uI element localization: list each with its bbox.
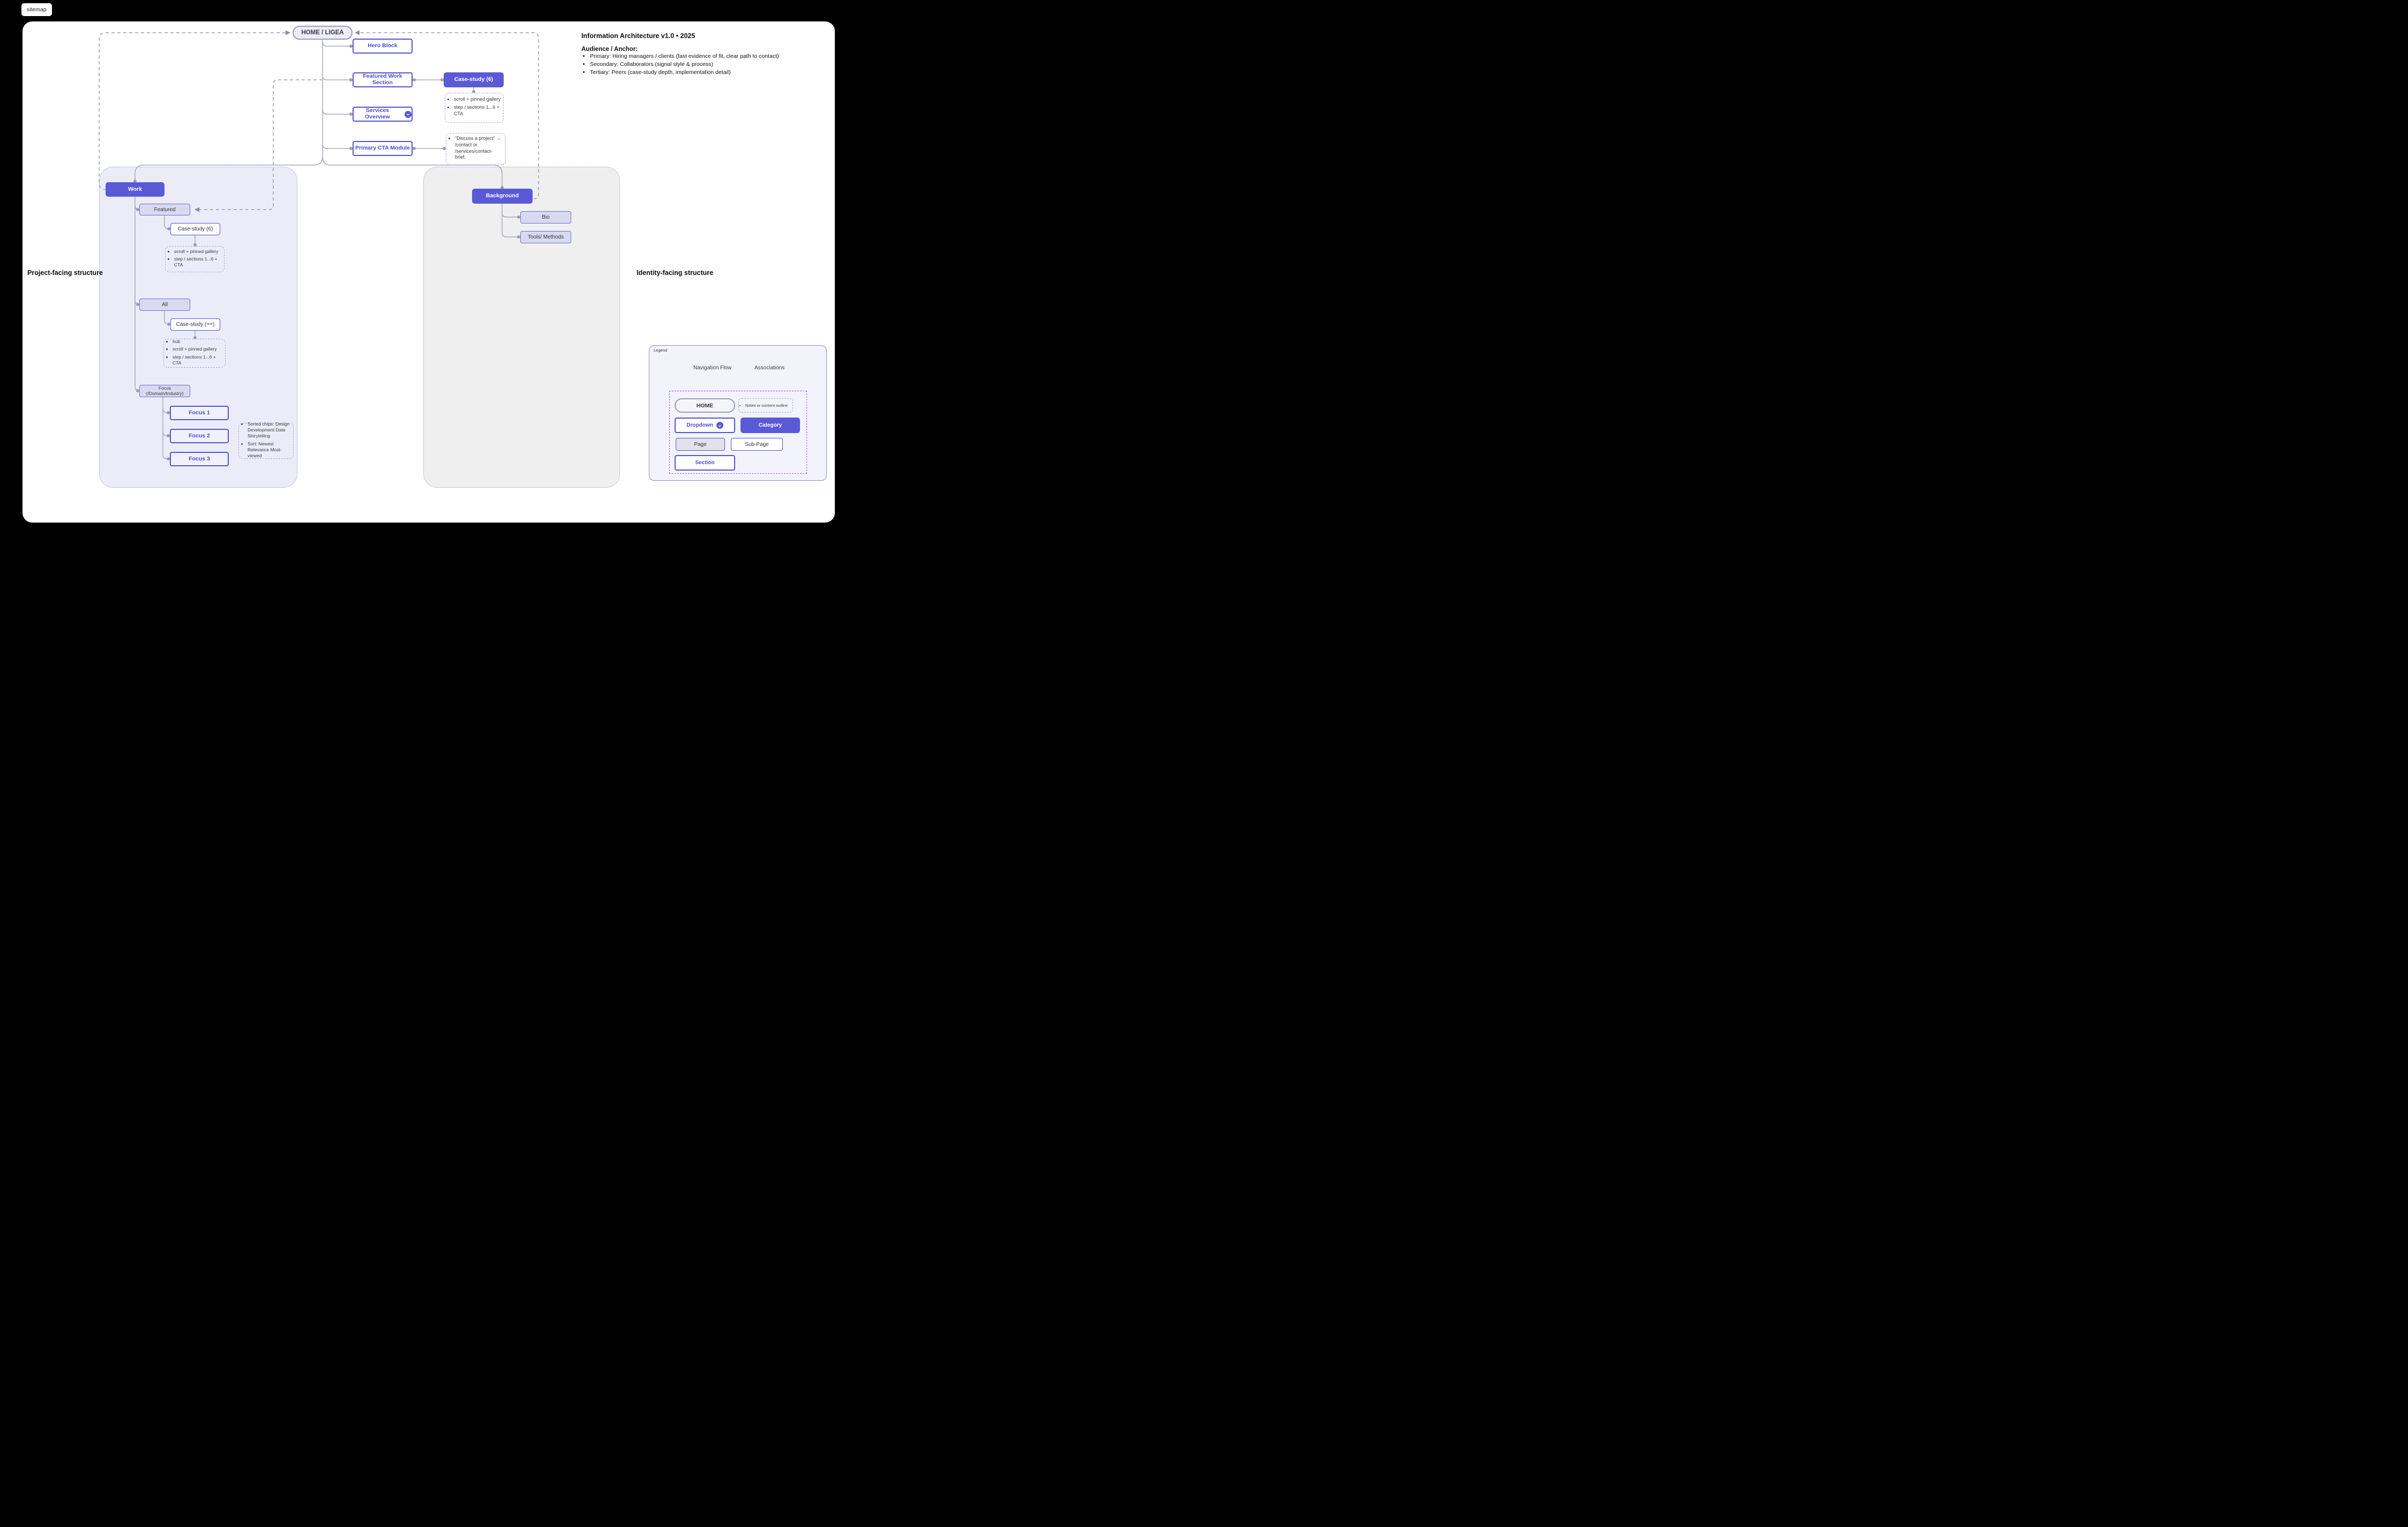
audience-heading: Audience / Anchor: (581, 46, 638, 53)
note-item: Sorted chips: Design Development Data St… (248, 421, 291, 439)
services-overview-label: Services Overview (365, 107, 390, 120)
note-item: step / sections 1...6 + CTA (174, 256, 222, 268)
audience-item: Secondary: Collaborators (signal style &… (590, 61, 812, 68)
node-case-study-6[interactable]: Case-study (6) (444, 72, 504, 87)
node-services-overview[interactable]: Services Overview ⌄ (353, 107, 413, 122)
audience-item: Primary: Hiring managers / clients (fast… (590, 53, 812, 59)
node-home[interactable]: HOME / LIGEA (293, 26, 353, 40)
legend-title: Legend (654, 348, 668, 353)
legend-associations-label: Associations (754, 365, 785, 371)
note-work-all-cs[interactable]: hub scroll + pinned gallery step / secti… (163, 339, 226, 368)
diagram-canvas: HOME / LIGEA Hero Block Featured Work Se… (23, 21, 835, 523)
note-item: scroll + pinned gallery (454, 96, 501, 103)
node-work[interactable]: Work (106, 182, 164, 197)
audience-list: Primary: Hiring managers / clients (fast… (581, 53, 812, 77)
doc-title: Information Architecture v1.0 • 2025 (581, 32, 696, 40)
note-item: scroll + pinned gallery (174, 249, 222, 255)
right-structure-label: Identity-facing structure (637, 269, 714, 277)
note-item: step / sections 1...6 + CTA (454, 105, 501, 117)
chevron-down-icon: ⌄ (716, 422, 723, 429)
note-focus[interactable]: Sorted chips: Design Development Data St… (238, 421, 294, 459)
legend-notes-box[interactable]: Notes or content outline (738, 398, 793, 413)
note-work-featured-cs[interactable]: scroll + pinned gallery step / sections … (165, 246, 225, 272)
node-work-featured-case-study[interactable]: Case-study (6) (170, 223, 220, 235)
node-focus-3[interactable]: Focus 3 (170, 452, 229, 466)
sitemap-canvas-page: sitemap (0, 0, 840, 533)
left-structure-label: Project-facing structure (27, 269, 103, 277)
node-background[interactable]: Background (472, 189, 533, 204)
node-bio[interactable]: Bio (520, 211, 571, 224)
node-featured-work-section[interactable]: Featured Work Section (353, 72, 413, 87)
node-focus-1[interactable]: Focus 1 (170, 406, 229, 420)
legend-subpage[interactable]: Sub-Page (731, 438, 783, 451)
legend-dropdown[interactable]: Dropdown ⌄ (675, 418, 735, 433)
frame-title-chip[interactable]: sitemap (21, 3, 52, 16)
note-item: step / sections 1...6 + CTA (173, 354, 223, 366)
legend-category[interactable]: Category (741, 418, 800, 433)
chevron-down-icon: ⌄ (405, 110, 412, 118)
node-work-all-case-study[interactable]: Case-study (++) (170, 318, 220, 331)
note-item: scroll + pinned gallery (173, 346, 223, 352)
legend-home-pill[interactable]: HOME (675, 398, 735, 413)
note-item: hub (173, 339, 223, 345)
node-primary-cta-module[interactable]: Primary CTA Module (353, 141, 413, 156)
audience-item: Tertiary: Peers (case-study depth, imple… (590, 69, 812, 76)
legend-notes-item: Notes or content outline (745, 403, 788, 408)
node-work-focus[interactable]: Focus (/Domain/Industry) (139, 385, 190, 397)
node-work-featured[interactable]: Featured (139, 204, 190, 215)
note-primary-cta[interactable]: “Discuss a project” → /contact or /servi… (446, 133, 506, 165)
note-case-study-6[interactable]: scroll + pinned gallery step / sections … (445, 93, 504, 123)
legend-panel: Legend Navigation Flow Associations HOME… (649, 345, 827, 481)
legend-page[interactable]: Page (676, 438, 725, 451)
node-focus-2[interactable]: Focus 2 (170, 429, 229, 443)
node-work-all[interactable]: All (139, 299, 190, 311)
legend-section[interactable]: Section (675, 455, 735, 471)
legend-nav-flow-label: Navigation Flow (693, 365, 732, 371)
node-hero-block[interactable]: Hero Block (353, 39, 413, 54)
note-item: “Discuss a project” → /contact or /servi… (455, 136, 503, 161)
note-item: Sort: Newest Relevance Most-viewed (248, 441, 291, 459)
node-tools-methods[interactable]: Tools/ Methods (520, 231, 571, 243)
legend-dashed-frame (669, 391, 807, 474)
legend-dropdown-label: Dropdown (686, 422, 713, 428)
